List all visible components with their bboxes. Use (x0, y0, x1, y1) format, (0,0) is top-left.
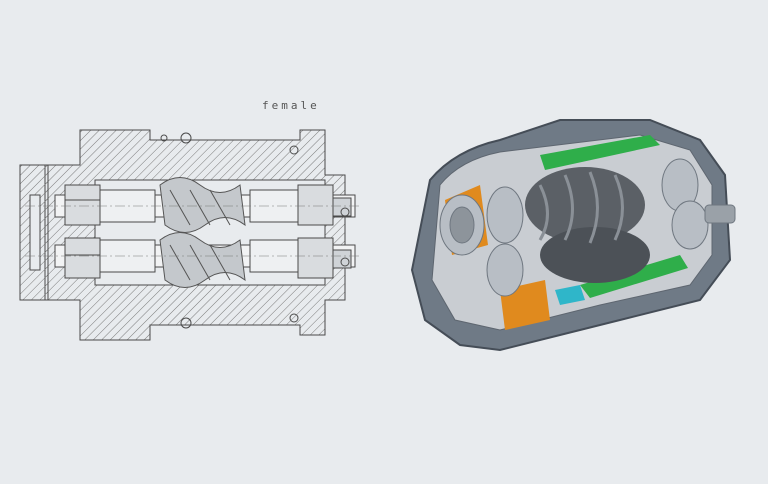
left-bearings (64, 184, 156, 279)
bolt-holes (160, 132, 350, 329)
oil-channel-top (540, 135, 660, 170)
oil-channel-bottom (580, 255, 688, 298)
rotor-label: female (262, 99, 320, 112)
centerlines (25, 205, 360, 257)
screw-rotors (159, 177, 246, 288)
port (555, 285, 585, 305)
gears (439, 158, 736, 297)
rotors (525, 167, 650, 283)
